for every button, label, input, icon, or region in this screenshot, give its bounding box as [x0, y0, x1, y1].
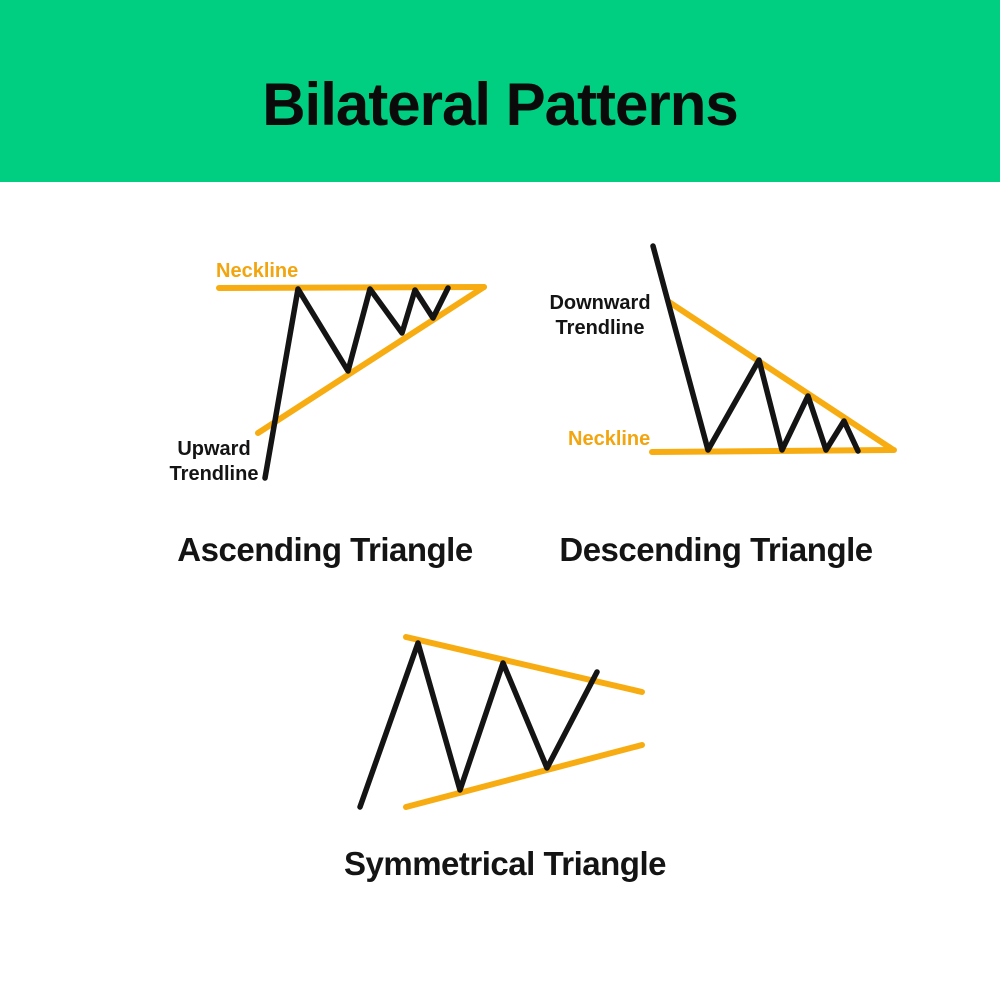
- descending-neckline-label: Neckline: [568, 428, 651, 450]
- ascending-trendline-label: Upward Trendline: [149, 437, 279, 487]
- symmetrical-triangle-title: Symmetrical Triangle: [344, 845, 666, 882]
- descending-downward-trendline: [666, 299, 895, 452]
- descending-trendline-label-line2: Trendline: [555, 317, 645, 339]
- ascending-triangle-title: Ascending Triangle: [177, 531, 473, 568]
- descending-triangle-title: Descending Triangle: [559, 531, 873, 568]
- symmetrical-price-zigzag: [357, 640, 600, 810]
- ascending-trendline-label-line2: Trendline: [169, 463, 259, 485]
- ascending-neckline-label: Neckline: [216, 260, 299, 282]
- ascending-upward-trendline: [255, 284, 487, 436]
- symmetrical-lower-trendline: [403, 742, 645, 810]
- descending-neckline-line: [649, 447, 897, 455]
- ascending-trendline-label-line1: Upward: [177, 438, 251, 460]
- descending-trendline-label-line1: Downward: [549, 292, 651, 314]
- descending-trendline-label: Downward Trendline: [530, 291, 670, 341]
- ascending-neckline-line: [216, 284, 487, 291]
- ascending-price-zigzag: [262, 285, 451, 481]
- symmetrical-upper-trendline: [403, 634, 645, 695]
- page-title: Bilateral Patterns: [262, 70, 739, 138]
- descending-price-zigzag: [650, 243, 861, 454]
- header-banner: Bilateral Patterns: [0, 0, 1000, 182]
